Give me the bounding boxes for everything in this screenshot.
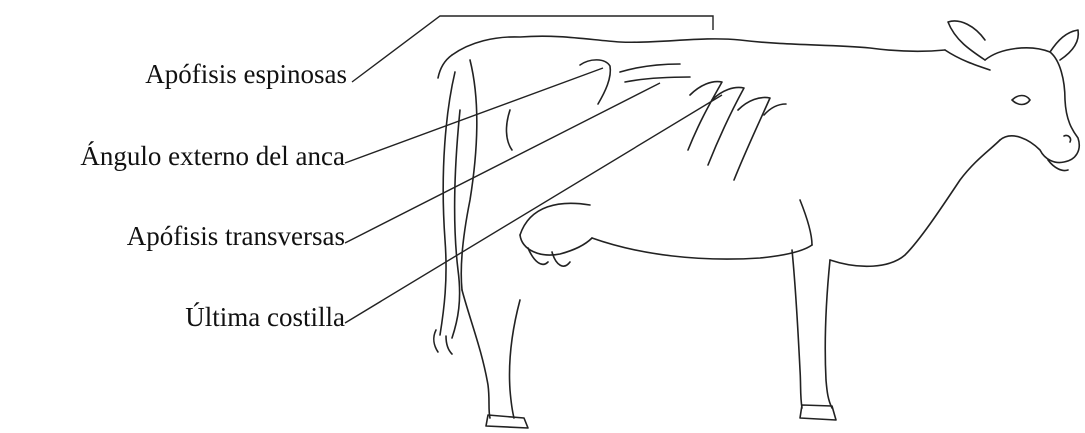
cow-body — [434, 21, 1079, 428]
label-ultima-costilla: Última costilla — [185, 304, 345, 331]
leader-ultima-costilla — [345, 95, 722, 323]
label-angulo-externo-anca: Ángulo externo del anca — [80, 143, 345, 170]
leader-apofisis-transversas — [345, 83, 660, 243]
label-apofisis-transversas: Apófisis transversas — [127, 223, 345, 250]
leader-apofisis-espinosas — [352, 16, 713, 82]
leader-lines — [345, 16, 722, 323]
label-apofisis-espinosas: Apófisis espinosas — [145, 61, 347, 88]
